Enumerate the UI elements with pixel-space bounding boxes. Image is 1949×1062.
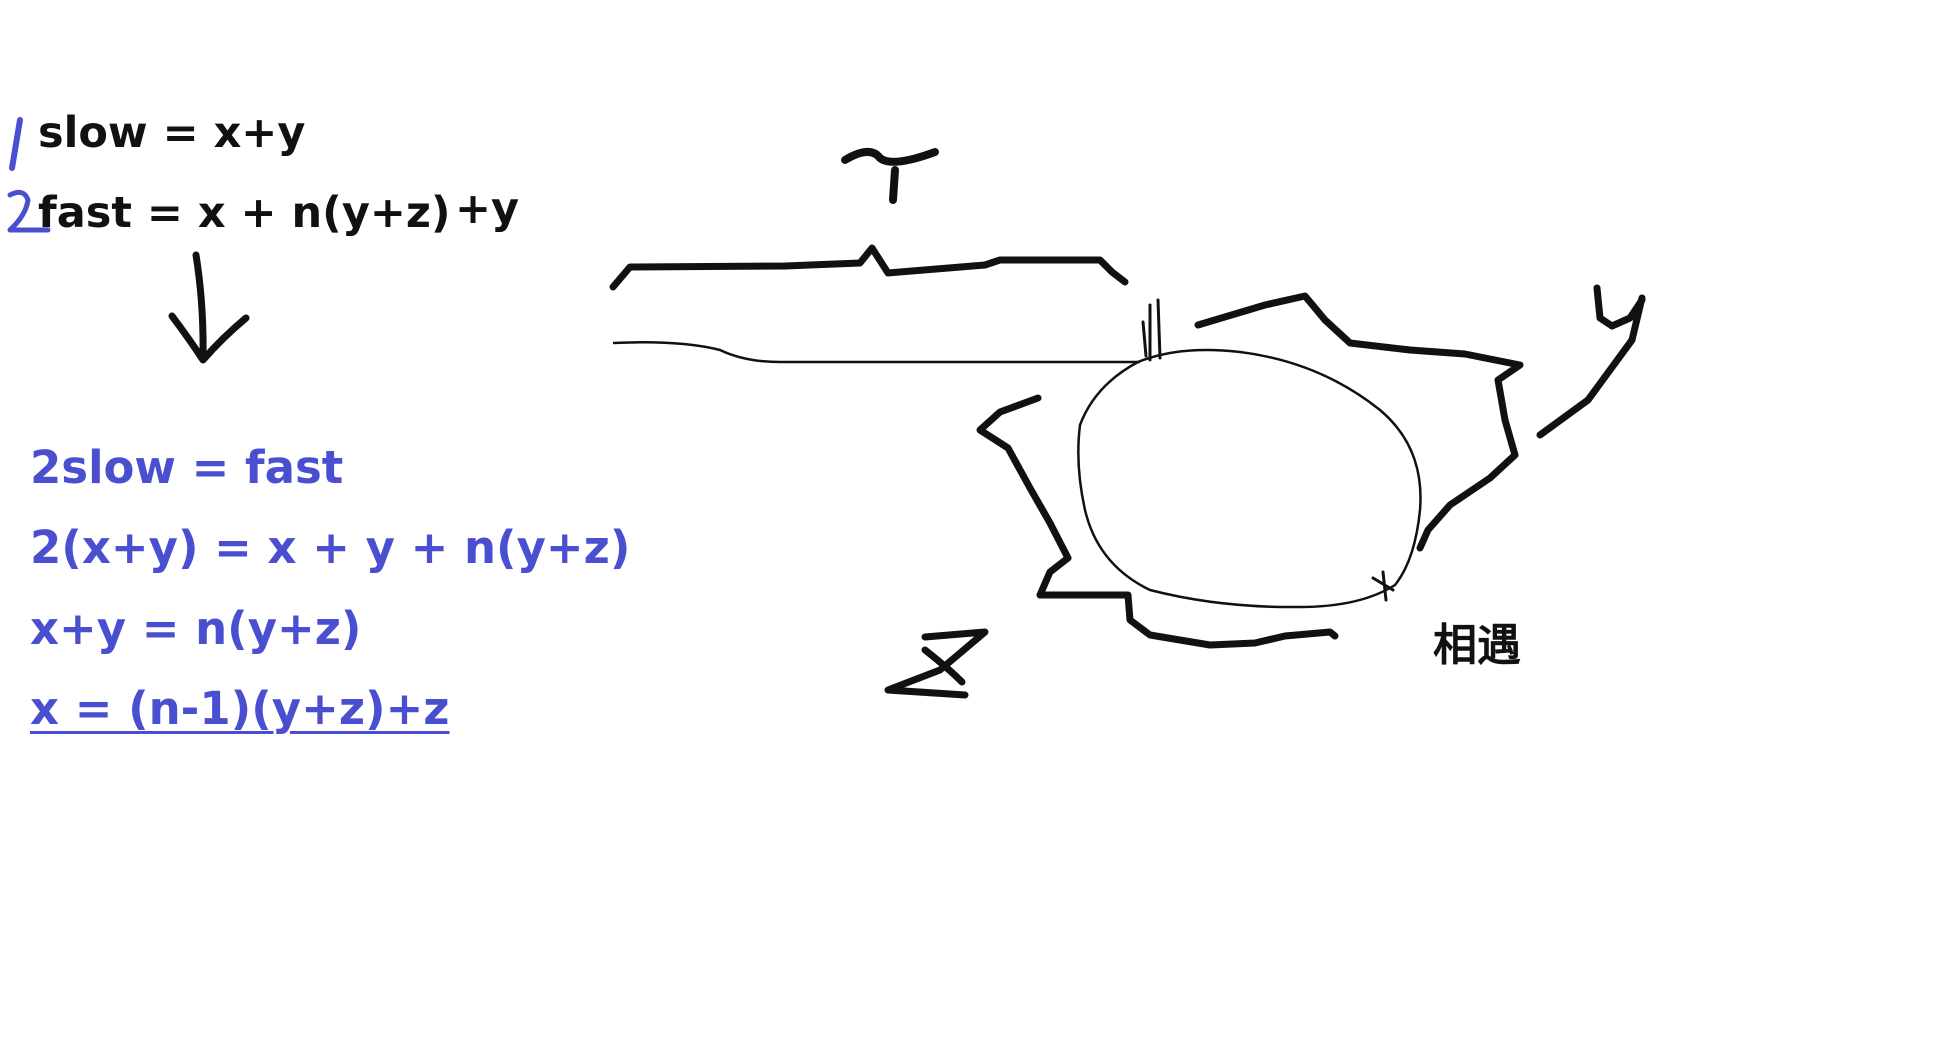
meeting-point-label: 相遇	[1433, 620, 1521, 671]
numeral-2-mark	[7, 189, 51, 233]
derivation-step-1: 2slow = fast	[30, 441, 344, 494]
x-segment-brace	[609, 244, 1129, 291]
fast-equation-tail: +y	[455, 184, 520, 234]
cycle-loop	[1077, 348, 1422, 609]
down-arrow-icon	[168, 251, 250, 364]
fast-equation: fast = x + n(y+z)	[38, 188, 451, 238]
y-arc-brace	[1194, 292, 1524, 552]
meeting-point-marker	[1371, 570, 1395, 602]
slow-equation: slow = x+y	[38, 108, 306, 158]
derivation-result: x = (n-1)(y+z)+z	[30, 682, 450, 735]
derivation-step-2: 2(x+y) = x + y + n(y+z)	[30, 521, 631, 574]
numeral-1-mark	[9, 117, 23, 171]
variable-y-glyph	[1536, 284, 1646, 439]
derivation-step-3: x+y = n(y+z)	[30, 602, 362, 655]
cycle-entrance-marker	[1141, 298, 1162, 362]
list-straight-segment	[612, 341, 1140, 364]
z-arc-brace	[976, 394, 1339, 649]
variable-z-glyph	[884, 628, 989, 699]
variable-x-glyph	[841, 148, 939, 204]
